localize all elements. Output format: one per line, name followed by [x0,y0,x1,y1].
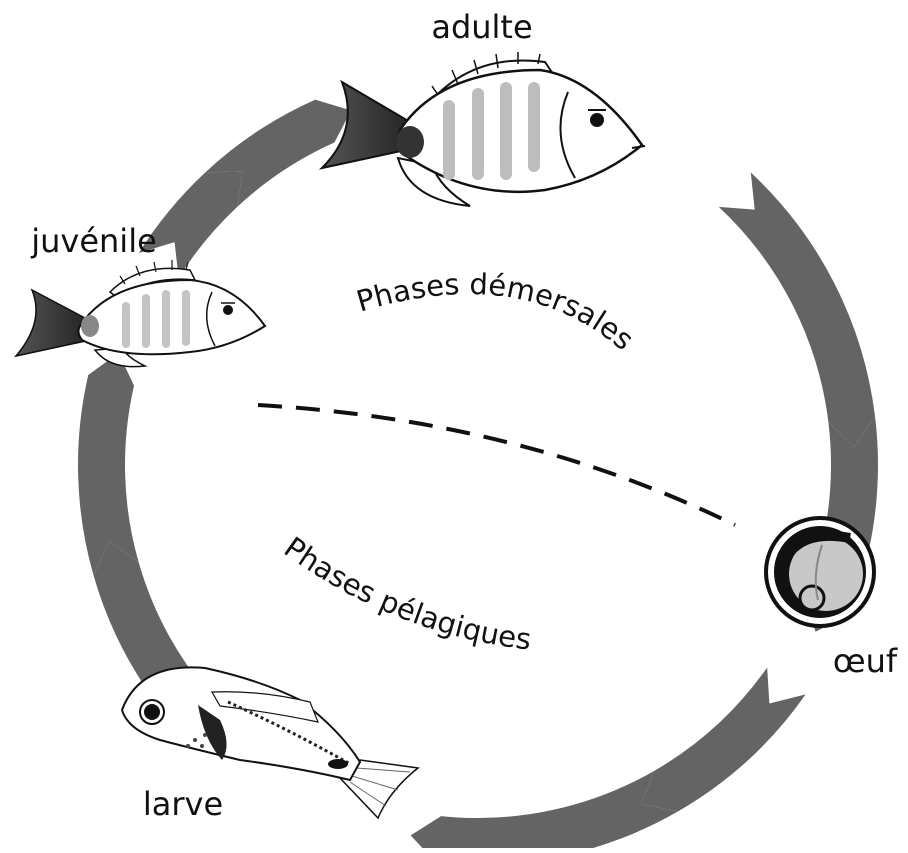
arrow-egg-to-larva-1 [641,667,806,812]
pelagic-phase-label: Phases pélagiques [278,530,533,656]
larva-icon [120,666,420,820]
egg-label: œuf [833,642,898,680]
larva-label: larve [143,785,223,823]
arrow-juvenile-to-adult-1 [138,171,243,278]
juvenile-label: juvénile [30,222,157,260]
arrow-juvenile-to-adult-2 [205,99,352,207]
arrow-egg-to-larva-2 [410,770,678,853]
phase-divider-dashed-line [257,403,736,527]
juvenile-fish-icon [13,260,267,368]
adult-label: adulte [431,8,532,46]
demersal-phase-label: Phases démersales [353,267,641,357]
egg-icon [764,516,876,628]
arrow-adult-to-egg-1 [718,172,876,448]
arrow-larva-to-juvenile-2 [77,353,139,576]
adult-fish-icon [318,52,646,207]
